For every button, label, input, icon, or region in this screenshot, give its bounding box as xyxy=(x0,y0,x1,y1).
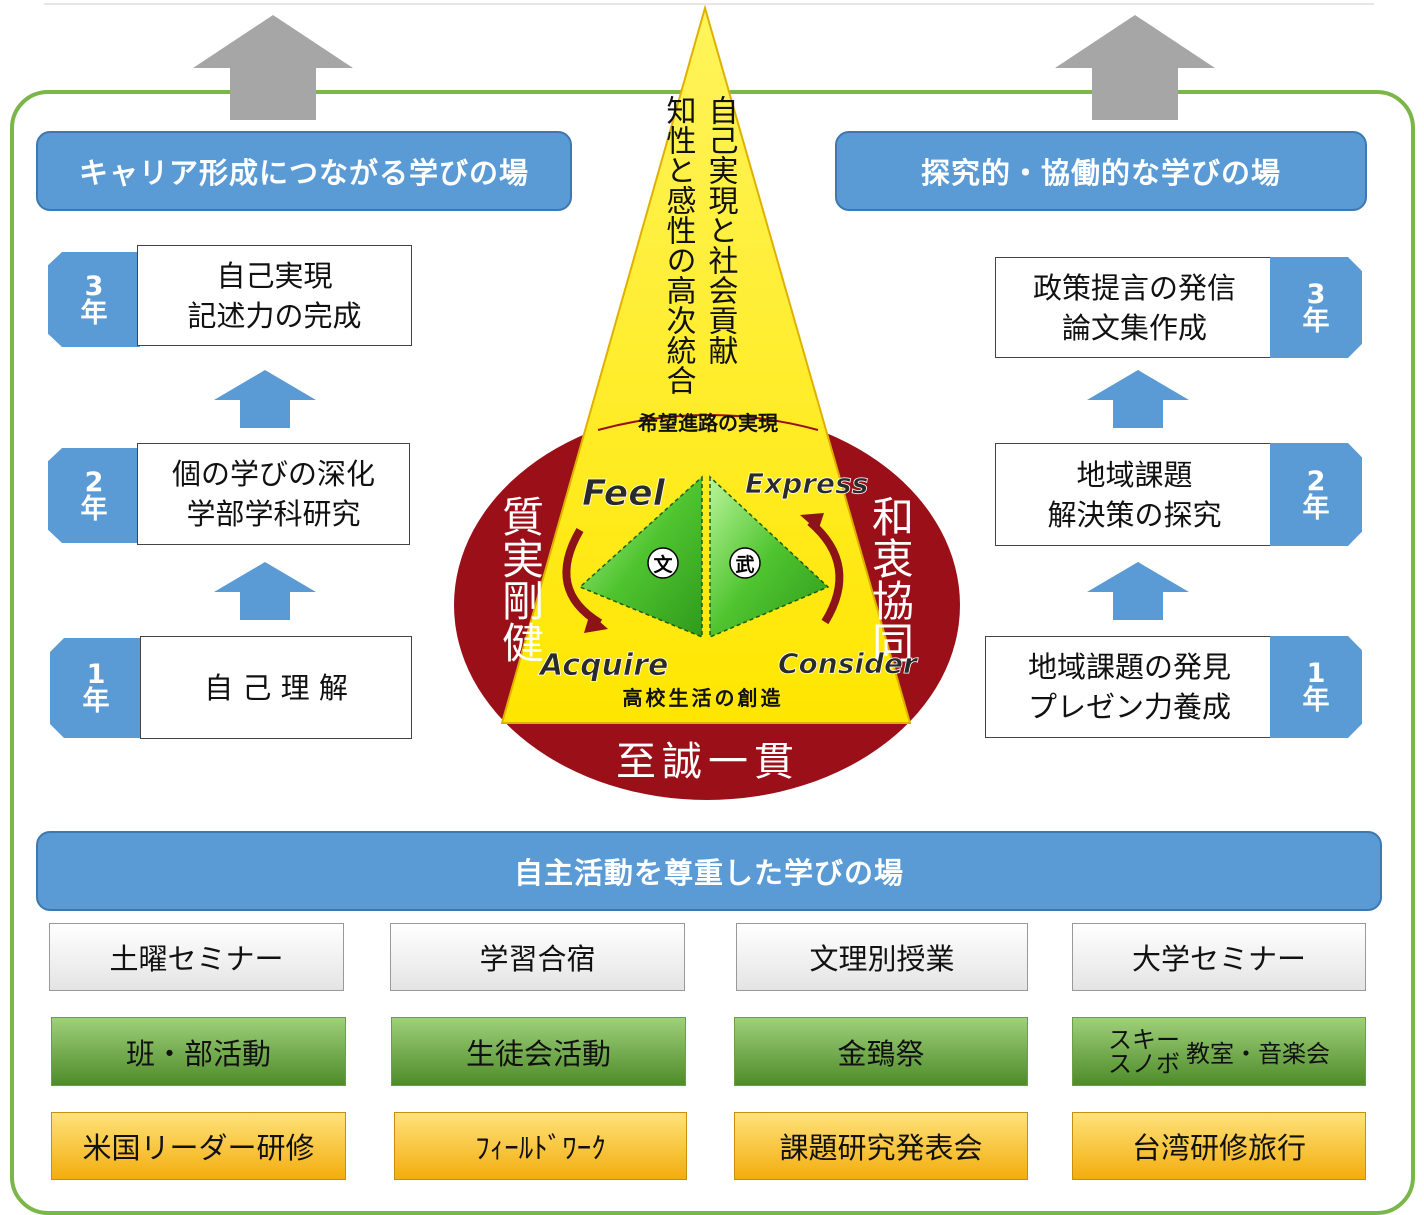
right-step-2-box: 地域課題解決策の探究 xyxy=(995,443,1274,546)
arc-bottom-text: 高校生活の創造 xyxy=(623,686,784,710)
bun-label: 文 xyxy=(653,553,673,576)
yellow-pyramid xyxy=(500,5,912,724)
gray-up-arrow-right xyxy=(1055,15,1215,120)
acquire-word: Acquire xyxy=(538,648,668,683)
ski-snowboard-stack: スキー スノボ xyxy=(1108,1025,1180,1078)
activity-saturday-seminar: 土曜セミナー xyxy=(49,923,344,991)
pyramid-diagram: 文 武 自己実現と社会貢献 知性と感性の高次統合 希望進路の実現 高校生活の創造… xyxy=(454,5,960,800)
right-step-1-box: 地域課題の発見プレゼン力養成 xyxy=(985,636,1274,738)
left-green-diamond xyxy=(578,475,703,639)
activity-ski-music: スキー スノボ 教室・音楽会 xyxy=(1072,1017,1366,1086)
autonomy-header: 自主活動を尊重した学びの場 xyxy=(36,831,1382,911)
bu-label: 武 xyxy=(735,554,754,576)
activity-study-camp: 学習合宿 xyxy=(390,923,685,991)
feel-word: Feel xyxy=(582,473,666,514)
blue-up-arrow-left-lower xyxy=(214,562,316,620)
left-step-2-box: 個の学びの深化学部学科研究 xyxy=(137,443,410,545)
right-side-text: 和衷協同 xyxy=(866,495,915,663)
activity-us-leader-training: 米国リーダー研修 xyxy=(51,1112,346,1180)
left-side-text: 質実剛健 xyxy=(496,495,545,663)
express-word: Express xyxy=(745,467,868,500)
peak-text-col2: 知性と感性の高次統合 xyxy=(661,95,697,395)
arc-top-text: 希望進路の実現 xyxy=(638,411,778,435)
blue-up-arrow-right-lower xyxy=(1087,562,1189,620)
left-step-3-box: 自己実現記述力の完成 xyxy=(137,245,412,346)
activity-track-classes: 文理別授業 xyxy=(736,923,1028,991)
activity-clubs: 班・部活動 xyxy=(51,1017,346,1086)
bottom-text: 至誠一貫 xyxy=(616,739,800,785)
activity-university-seminar: 大学セミナー xyxy=(1072,923,1366,991)
right-curved-arrow xyxy=(807,518,844,625)
left-step-1-box: 自 己 理 解 xyxy=(140,636,412,739)
gray-up-arrow-left xyxy=(193,15,353,120)
blue-up-arrow-right-upper xyxy=(1087,370,1189,428)
activity-fieldwork: ﾌｨｰﾙﾄﾞﾜｰｸ xyxy=(394,1112,687,1180)
activity-student-council: 生徒会活動 xyxy=(391,1017,686,1086)
inquiry-header: 探究的・協働的な学びの場 xyxy=(835,131,1367,211)
activity-festival: 金鵄祭 xyxy=(734,1017,1028,1086)
activity-research-presentation: 課題研究発表会 xyxy=(734,1112,1028,1180)
right-green-diamond xyxy=(709,475,830,639)
activity-taiwan-trip: 台湾研修旅行 xyxy=(1072,1112,1366,1180)
consider-word: Consider xyxy=(778,647,919,680)
top-divider-line xyxy=(44,3,1374,5)
career-header: キャリア形成につながる学びの場 xyxy=(36,131,572,211)
blue-up-arrow-left-upper xyxy=(214,370,316,428)
right-step-3-box: 政策提言の発信論文集作成 xyxy=(995,257,1274,358)
peak-text-col1: 自己実現と社会貢献 xyxy=(703,95,739,365)
